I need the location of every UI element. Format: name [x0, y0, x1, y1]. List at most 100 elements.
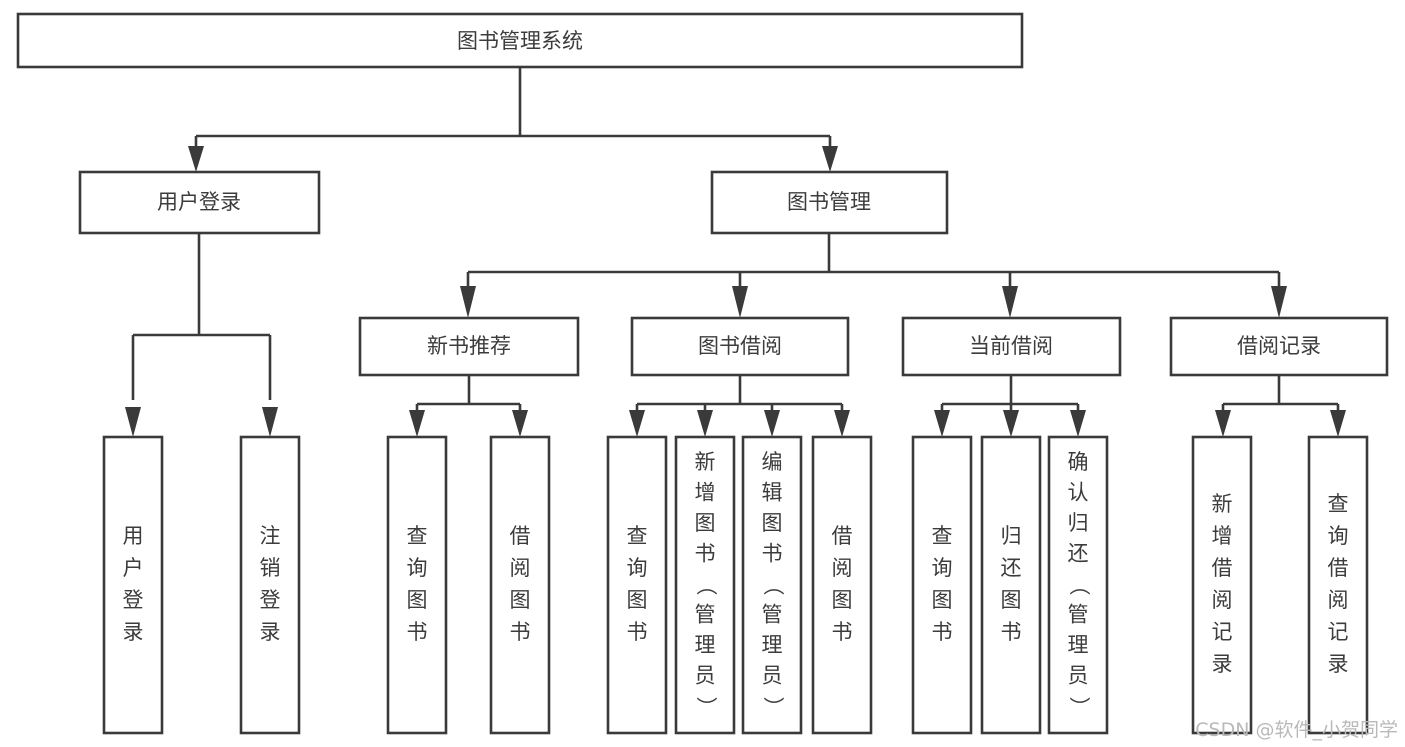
svg-text:书: 书 — [510, 620, 531, 644]
svg-text:询: 询 — [932, 556, 953, 580]
svg-text:员: 员 — [695, 664, 716, 688]
arrow-head-icon — [188, 146, 204, 172]
svg-text:阅: 阅 — [1328, 588, 1349, 612]
svg-text:图: 图 — [627, 588, 648, 612]
node-box[interactable] — [674, 435, 736, 735]
node-box[interactable] — [630, 316, 850, 377]
node-box[interactable] — [386, 435, 448, 735]
node-borrow-record[interactable]: 借阅记录 — [1169, 316, 1389, 377]
arrow-head-icon — [409, 410, 425, 437]
connector-root-to-level1 — [188, 67, 838, 172]
node-book-borrow[interactable]: 图书借阅 — [630, 316, 850, 377]
svg-text:借: 借 — [1328, 556, 1349, 580]
svg-text:用: 用 — [123, 524, 144, 548]
node-box[interactable] — [606, 435, 668, 735]
svg-text:查: 查 — [932, 524, 953, 548]
svg-text:辑: 辑 — [762, 481, 783, 505]
arrow-head-icon — [1330, 410, 1346, 437]
node-leaf-user-login[interactable]: 用户登录 — [102, 435, 164, 735]
arrow-head-icon — [822, 146, 838, 172]
arrow-head-icon — [1070, 410, 1086, 437]
node-box[interactable] — [901, 316, 1122, 377]
node-box[interactable] — [911, 435, 973, 735]
arrow-head-icon — [460, 286, 476, 318]
svg-text:编: 编 — [762, 450, 783, 474]
node-box[interactable] — [980, 435, 1042, 735]
arrow-head-icon — [262, 407, 278, 437]
svg-text:确: 确 — [1068, 450, 1089, 474]
node-book-manage[interactable]: 图书管理 — [710, 170, 949, 235]
node-new-book-recommend[interactable]: 新书推荐 — [358, 316, 580, 377]
arrow-head-icon — [1271, 286, 1287, 318]
svg-text:书: 书 — [695, 542, 716, 566]
node-label: 当前借阅 — [969, 334, 1053, 358]
svg-text:借: 借 — [832, 524, 853, 548]
node-box[interactable] — [1307, 435, 1369, 735]
node-root[interactable]: 图书管理系统 — [16, 12, 1024, 69]
svg-text:录: 录 — [1212, 652, 1233, 676]
svg-text:图: 图 — [1001, 588, 1022, 612]
svg-text:新: 新 — [1212, 492, 1233, 516]
node-box[interactable] — [239, 435, 301, 735]
svg-text:图: 图 — [832, 588, 853, 612]
node-label: 新书推荐 — [427, 334, 511, 358]
svg-text:归: 归 — [1068, 511, 1089, 535]
node-box[interactable] — [102, 435, 164, 735]
node-box[interactable] — [358, 316, 580, 377]
node-label: 借阅记录 — [1237, 334, 1321, 358]
node-box[interactable] — [1191, 435, 1253, 735]
svg-text:查: 查 — [1328, 492, 1349, 516]
svg-text:管: 管 — [762, 603, 783, 627]
svg-text:）: ） — [694, 697, 718, 718]
svg-text:员: 员 — [762, 664, 783, 688]
arrow-head-icon — [697, 410, 713, 437]
arrow-head-icon — [512, 410, 528, 437]
svg-text:书: 书 — [932, 620, 953, 644]
svg-text:注: 注 — [260, 524, 281, 548]
svg-text:增: 增 — [1212, 524, 1233, 548]
watermark-label: CSDN @软件_小贺同学 — [1195, 719, 1398, 741]
node-box[interactable] — [1169, 316, 1389, 377]
node-box[interactable] — [710, 170, 949, 235]
node-label: 图书借阅 — [698, 334, 782, 358]
node-user-login[interactable]: 用户登录 — [78, 170, 321, 235]
node-box[interactable] — [16, 12, 1024, 69]
arrow-head-icon — [1215, 410, 1231, 437]
svg-text:借: 借 — [510, 524, 531, 548]
svg-text:图: 图 — [762, 511, 783, 535]
svg-text:户: 户 — [123, 556, 144, 580]
node-box[interactable] — [811, 435, 873, 735]
svg-text:查: 查 — [407, 524, 428, 548]
connector-bookmanage-to-level2 — [460, 233, 1287, 318]
svg-text:管: 管 — [1068, 603, 1089, 627]
svg-text:员: 员 — [1068, 664, 1089, 688]
svg-text:归: 归 — [1001, 524, 1022, 548]
node-box[interactable] — [741, 435, 803, 735]
svg-text:登: 登 — [123, 588, 144, 612]
node-box[interactable] — [1047, 435, 1109, 735]
node-box[interactable] — [78, 170, 321, 235]
arrow-head-icon — [125, 407, 141, 437]
node-current-borrow[interactable]: 当前借阅 — [901, 316, 1122, 377]
node-box[interactable] — [489, 435, 551, 735]
svg-text:登: 登 — [260, 588, 281, 612]
